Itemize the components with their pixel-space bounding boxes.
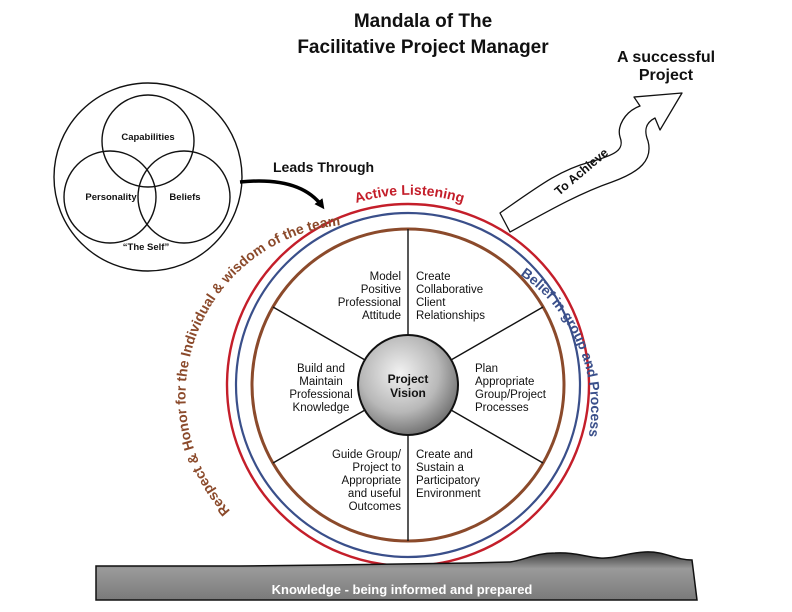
segment-right-line-1: Plan bbox=[475, 363, 498, 375]
spoke-upper-left bbox=[273, 307, 365, 360]
segment-professional-knowledge: Build and Maintain Professional Knowledg… bbox=[289, 363, 352, 414]
the-self-caption: “The Self” bbox=[123, 242, 170, 253]
hub-line-2: Vision bbox=[390, 386, 426, 400]
segment-left-line-4: Knowledge bbox=[293, 402, 350, 414]
leads-through-label: Leads Through bbox=[273, 159, 374, 175]
segment-top-left-line-4: Attitude bbox=[362, 310, 401, 322]
segment-top-left-line-3: Professional bbox=[338, 297, 401, 309]
self-venn: Capabilities Personality Beliefs “The Se… bbox=[54, 83, 242, 271]
segment-left-line-3: Professional bbox=[289, 389, 352, 401]
segment-bottom-left-line-4: and useful bbox=[348, 488, 401, 500]
segment-bottom-right-line-4: Environment bbox=[416, 488, 481, 500]
segment-guide-outcomes: Guide Group/ Project to Appropriate and … bbox=[332, 449, 402, 513]
segment-top-left-line-1: Model bbox=[370, 271, 401, 283]
segment-participatory-environment: Create and Sustain a Participatory Envir… bbox=[416, 449, 481, 500]
segment-right-line-3: Group/Project bbox=[475, 389, 547, 401]
segment-bottom-right-line-2: Sustain a bbox=[416, 462, 465, 474]
leads-through-arrow bbox=[240, 181, 322, 206]
hub-line-1: Project bbox=[388, 372, 429, 386]
segment-bottom-right-line-1: Create and bbox=[416, 449, 473, 461]
segment-bottom-right-line-3: Participatory bbox=[416, 475, 480, 487]
title-line-2: Facilitative Project Manager bbox=[297, 37, 549, 58]
active-listening-label: Active Listening bbox=[353, 182, 467, 206]
segment-model-attitude: Model Positive Professional Attitude bbox=[338, 271, 401, 322]
goal-line-2: Project bbox=[639, 67, 694, 84]
capabilities-label: Capabilities bbox=[121, 132, 174, 143]
segment-plan-processes: Plan Appropriate Group/Project Processes bbox=[475, 363, 547, 414]
segment-top-left-line-2: Positive bbox=[361, 284, 401, 296]
beliefs-label: Beliefs bbox=[169, 192, 200, 203]
title-line-1: Mandala of The bbox=[354, 11, 492, 32]
segment-bottom-left-line-1: Guide Group/ bbox=[332, 449, 402, 461]
personality-label: Personality bbox=[85, 192, 137, 203]
segment-left-line-2: Maintain bbox=[299, 376, 342, 388]
segment-top-right-line-4: Relationships bbox=[416, 310, 485, 322]
segment-bottom-left-line-5: Outcomes bbox=[349, 501, 402, 513]
segment-right-line-4: Processes bbox=[475, 402, 529, 414]
segment-left-line-1: Build and bbox=[297, 363, 345, 375]
segment-bottom-left-line-3: Appropriate bbox=[342, 475, 401, 487]
segment-client-relationships: Create Collaborative Client Relationship… bbox=[416, 271, 485, 322]
segment-top-right-line-3: Client bbox=[416, 297, 446, 309]
segment-top-right-line-1: Create bbox=[416, 271, 451, 283]
segment-bottom-left-line-2: Project to bbox=[352, 462, 401, 474]
segment-top-right-line-2: Collaborative bbox=[416, 284, 483, 296]
goal-line-1: A successful bbox=[617, 49, 715, 66]
knowledge-label: Knowledge - being informed and prepared bbox=[272, 582, 533, 597]
segment-right-line-2: Appropriate bbox=[475, 376, 534, 388]
